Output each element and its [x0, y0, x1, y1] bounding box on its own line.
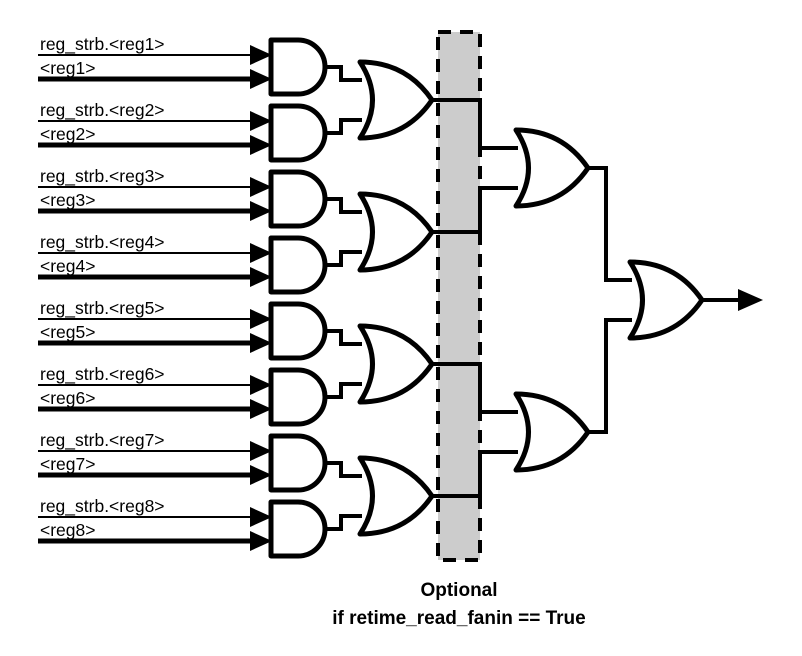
input-arrow-data-7 [250, 465, 272, 485]
input-arrow-strobe-4 [250, 243, 272, 263]
and-gate-7 [268, 433, 328, 493]
and-gate-8 [268, 499, 328, 559]
link-and7-or4 [325, 461, 362, 478]
or-gate-stage2-1 [513, 127, 591, 209]
input-arrow-data-2 [250, 135, 272, 155]
label-strobe-2: reg_strb.<reg2> [40, 100, 165, 121]
or-gate-stage2-2 [513, 391, 591, 473]
or-gate-final [627, 259, 705, 341]
and-gate-6 [268, 367, 328, 427]
link-and5-or3 [325, 329, 362, 346]
input-arrow-strobe-3 [250, 177, 272, 197]
label-data-6: <reg6> [40, 388, 95, 408]
link-or2-stage2or1 [432, 186, 518, 234]
input-arrow-strobe-5 [250, 309, 272, 329]
input-arrow-data-4 [250, 267, 272, 287]
label-strobe-1: reg_strb.<reg1> [40, 34, 165, 55]
link-and4-or2 [325, 250, 362, 267]
input-arrow-data-1 [250, 69, 272, 89]
label-data-8: <reg8> [40, 520, 95, 540]
input-arrow-strobe-2 [250, 111, 272, 131]
or-gate-stage1-3 [357, 323, 435, 405]
or-gate-stage1-2 [357, 191, 435, 273]
and-gate-1 [268, 37, 328, 97]
link-or1-stage2or1 [432, 98, 518, 150]
or-gate-stage1-1 [357, 59, 435, 141]
input-arrow-data-8 [250, 531, 272, 551]
link-and6-or3 [325, 382, 362, 399]
label-strobe-3: reg_strb.<reg3> [40, 166, 165, 187]
label-data-5: <reg5> [40, 322, 95, 342]
and-gate-2 [268, 103, 328, 163]
and-gate-4 [268, 235, 328, 295]
label-strobe-6: reg_strb.<reg6> [40, 364, 165, 385]
link-and8-or4 [325, 514, 362, 531]
optional-caption-line2: if retime_read_fanin == True [332, 608, 585, 629]
link-and2-or1 [325, 118, 362, 135]
input-arrow-strobe-7 [250, 441, 272, 461]
label-strobe-4: reg_strb.<reg4> [40, 232, 165, 253]
optional-retime-box [436, 30, 482, 562]
label-data-2: <reg2> [40, 124, 95, 144]
and-gate-3 [268, 169, 328, 229]
label-strobe-5: reg_strb.<reg5> [40, 298, 165, 319]
link-or4-stage2or2 [432, 450, 518, 498]
label-data-1: <reg1> [40, 58, 95, 78]
input-arrow-data-6 [250, 399, 272, 419]
input-arrow-data-3 [250, 201, 272, 221]
label-strobe-8: reg_strb.<reg8> [40, 496, 165, 517]
optional-caption-line1: Optional [420, 580, 497, 601]
link-and3-or2 [325, 197, 362, 214]
input-arrow-strobe-8 [250, 507, 272, 527]
label-strobe-7: reg_strb.<reg7> [40, 430, 165, 451]
label-data-7: <reg7> [40, 454, 95, 474]
link-or3-stage2or2 [432, 362, 518, 414]
and-gate-5 [268, 301, 328, 361]
input-arrow-strobe-6 [250, 375, 272, 395]
or-gate-stage1-4 [357, 455, 435, 537]
input-arrow-strobe-1 [250, 45, 272, 65]
label-data-3: <reg3> [40, 190, 95, 210]
link-stage2or1-final [588, 166, 632, 282]
link-stage2or2-final [588, 318, 632, 434]
output-arrow [738, 289, 763, 311]
label-data-4: <reg4> [40, 256, 95, 276]
input-arrow-data-5 [250, 333, 272, 353]
link-and1-or1 [325, 65, 362, 82]
